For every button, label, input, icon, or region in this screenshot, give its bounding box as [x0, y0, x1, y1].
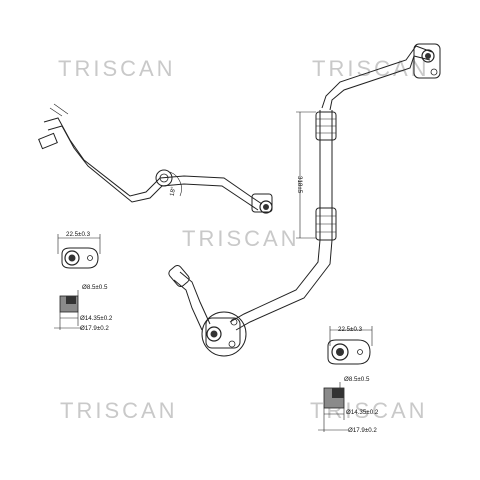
watermark-top-right: TRISCAN	[312, 56, 430, 81]
fitting-b-hole-label: Ø8.5±0.5	[344, 376, 370, 383]
fitting-b-inner-label: Ø14.35±0.2	[346, 409, 379, 416]
fitting-detail-a: 22.5±0.3 Ø8.5±0.5 Ø14.35±0.2 Ø17.9±0.2	[54, 231, 113, 332]
fitting-a-inner-label: Ø14.35±0.2	[80, 315, 113, 322]
fitting-a-outer-label: Ø17.9±0.2	[80, 325, 109, 332]
left-pipe-end-sleeve	[38, 132, 58, 150]
main-pipe-length-label: 318±5	[296, 176, 303, 194]
fitting-b-width-label: 22.5±0.3	[338, 326, 363, 333]
watermark-top-left: TRISCAN	[58, 56, 176, 81]
left-pipe-assembly: 18°	[38, 103, 273, 214]
left-pipe-angle-label: 18°	[169, 186, 178, 197]
watermark-middle: TRISCAN	[182, 226, 300, 251]
fitting-b-outer-label: Ø17.9±0.2	[348, 427, 377, 434]
watermark-bottom-left: TRISCAN	[60, 398, 178, 423]
main-pipe-top-fitting	[413, 43, 441, 79]
main-pipe-lower-fitting	[201, 311, 247, 357]
main-pipe-lower-end-sleeve	[168, 264, 190, 288]
fitting-b-front-view	[327, 339, 371, 365]
fitting-a-width-label: 22.5±0.3	[66, 231, 91, 238]
main-pipe-assembly: 318±5	[168, 43, 441, 357]
fitting-a-front-view	[61, 247, 99, 269]
left-pipe-bend-ring	[155, 169, 173, 187]
fitting-a-hole-label: Ø8.5±0.5	[82, 284, 108, 291]
fitting-detail-b: 22.5±0.3 Ø8.5±0.5 Ø14.35±0.2 Ø17.9±0.2	[318, 326, 379, 434]
